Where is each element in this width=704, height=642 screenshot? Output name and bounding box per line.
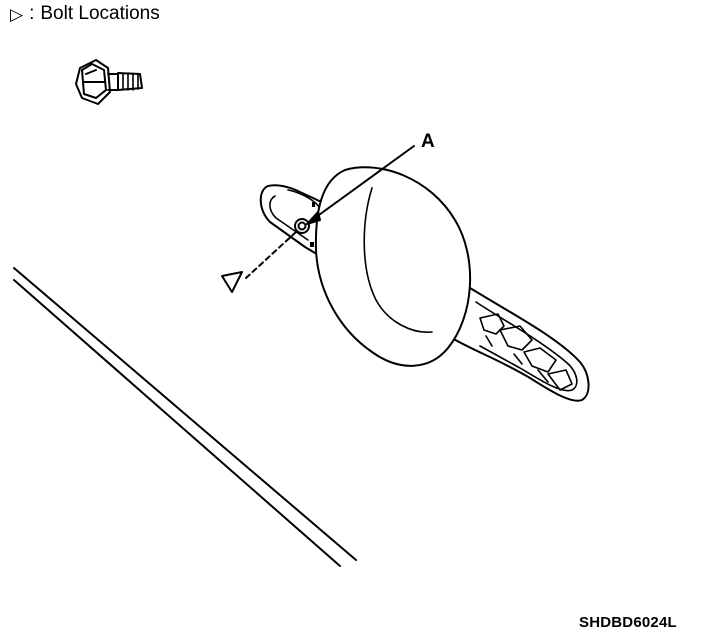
legend-text: Bolt Locations <box>40 3 160 24</box>
callout-a-leader <box>306 145 415 225</box>
legend-separator: : <box>29 3 35 24</box>
bolt-location-triangle-icon <box>221 271 243 293</box>
door-edge-line <box>13 267 357 567</box>
latch-mechanism <box>479 313 573 391</box>
callout-label-a: A <box>421 131 435 152</box>
flange-bolt-icon <box>75 59 143 105</box>
triangle-outline-icon: ▷ <box>10 4 24 24</box>
legend: ▷ : Bolt Locations <box>10 3 160 25</box>
bolt-location-dashed-line <box>245 231 297 279</box>
door-handle-grip <box>314 166 472 367</box>
figure-code: SHDBD6024L <box>579 614 677 631</box>
bolt-hole <box>294 202 315 247</box>
